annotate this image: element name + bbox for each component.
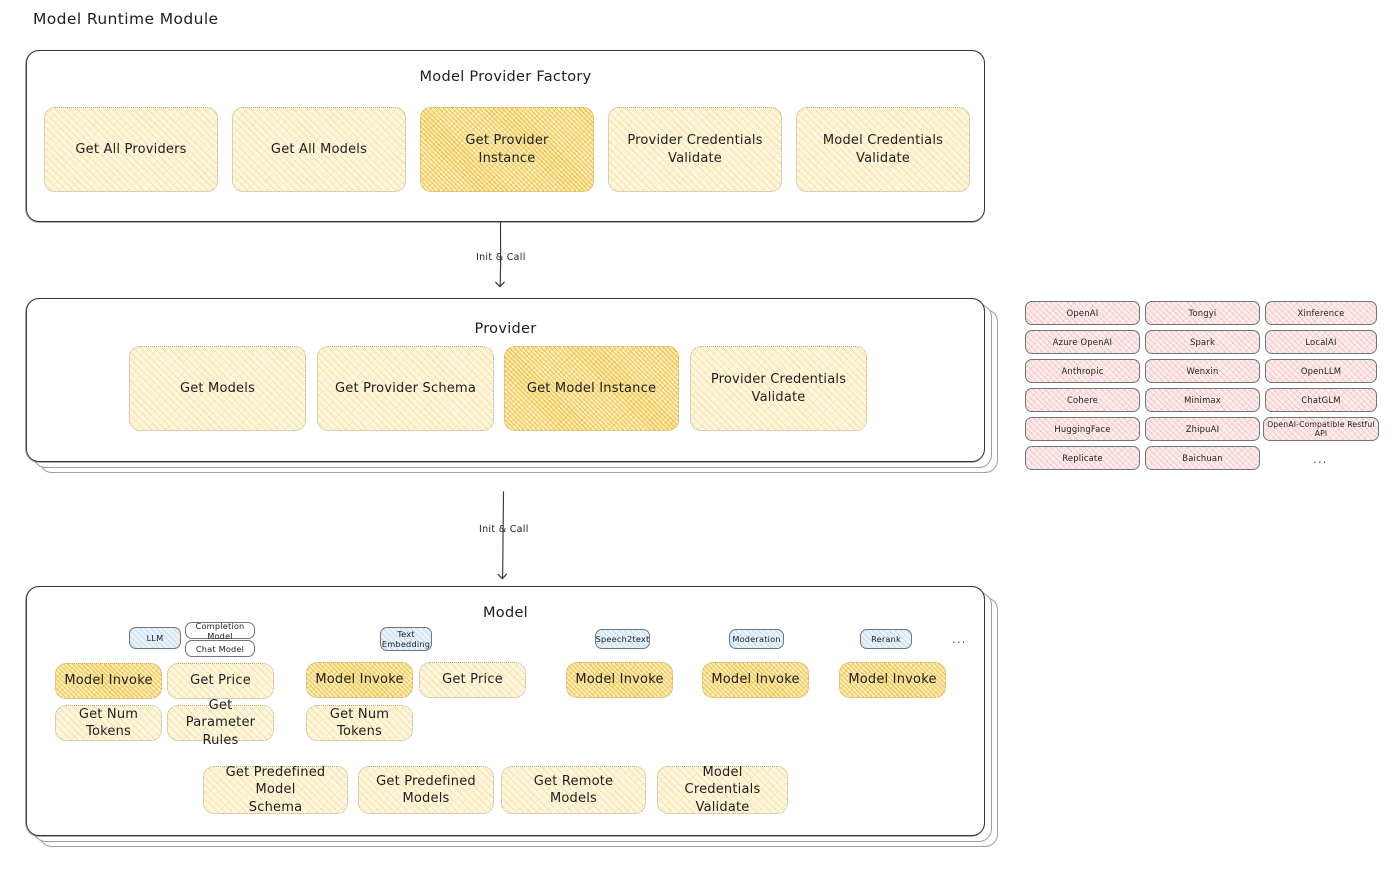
node-get-model-instance[interactable]: Get Model Instance	[504, 346, 679, 431]
node-text-embedding-get-price[interactable]: Get Price	[419, 662, 526, 698]
node-text-embedding-get-num-tokens[interactable]: Get Num Tokens	[306, 705, 413, 741]
node-get-all-models[interactable]: Get All Models	[232, 107, 406, 192]
badge-rerank[interactable]: Rerank	[860, 629, 912, 649]
node-speech2text-model-invoke[interactable]: Model Invoke	[566, 662, 673, 698]
arrow-label-init-call-2: Init & Call	[479, 524, 529, 535]
badge-speech2text[interactable]: Speech2text	[595, 629, 650, 649]
badge-llm-completion-model[interactable]: Completion Model	[185, 621, 255, 641]
node-get-all-providers[interactable]: Get All Providers	[44, 107, 218, 192]
provider-pill-localai[interactable]: LocalAI	[1265, 330, 1377, 354]
node-text-embedding-model-invoke[interactable]: Model Invoke	[306, 662, 413, 698]
page-title: Model Runtime Module	[33, 10, 219, 28]
badge-llm-chat-model[interactable]: Chat Model	[185, 640, 255, 657]
provider-pill-spark[interactable]: Spark	[1145, 330, 1260, 354]
panel-title-model-provider-factory: Model Provider Factory	[419, 69, 592, 85]
node-get-provider-schema[interactable]: Get Provider Schema	[317, 346, 494, 431]
node-rerank-model-invoke[interactable]: Model Invoke	[839, 662, 946, 698]
node-llm-get-price[interactable]: Get Price	[167, 663, 274, 699]
badge-moderation[interactable]: Moderation	[729, 629, 784, 649]
provider-pill-anthropic[interactable]: Anthropic	[1025, 359, 1140, 383]
provider-list-more: ...	[1313, 452, 1328, 466]
node-get-models[interactable]: Get Models	[129, 346, 306, 431]
node-llm-model-invoke[interactable]: Model Invoke	[55, 663, 162, 699]
provider-pill-baichuan[interactable]: Baichuan	[1145, 446, 1260, 470]
model-types-more: ...	[952, 632, 967, 646]
provider-pill-azure-openai[interactable]: Azure OpenAI	[1025, 330, 1140, 354]
arrow-label-init-call-1: Init & Call	[476, 252, 526, 263]
provider-pill-wenxin[interactable]: Wenxin	[1145, 359, 1260, 383]
panel-title-model: Model	[482, 605, 529, 621]
provider-pill-openllm[interactable]: OpenLLM	[1265, 359, 1377, 383]
node-get-remote-models[interactable]: Get Remote Models	[501, 766, 646, 814]
provider-pill-cohere[interactable]: Cohere	[1025, 388, 1140, 412]
provider-pill-huggingface[interactable]: HuggingFace	[1025, 417, 1140, 441]
provider-pill-replicate[interactable]: Replicate	[1025, 446, 1140, 470]
provider-pill-openai-compatible-restful-api[interactable]: OpenAI-Compatible Restful API	[1263, 417, 1379, 441]
provider-pill-chatglm[interactable]: ChatGLM	[1265, 388, 1377, 412]
provider-pill-tongyi[interactable]: Tongyi	[1145, 301, 1260, 325]
node-moderation-model-invoke[interactable]: Model Invoke	[702, 662, 809, 698]
node-llm-get-num-tokens[interactable]: Get Num Tokens	[55, 705, 162, 741]
panel-title-provider: Provider	[474, 321, 537, 337]
provider-pill-minimax[interactable]: Minimax	[1145, 388, 1260, 412]
provider-pill-xinference[interactable]: Xinference	[1265, 301, 1377, 325]
provider-pill-openai[interactable]: OpenAI	[1025, 301, 1140, 325]
badge-llm[interactable]: LLM	[129, 627, 181, 649]
provider-pill-zhipuai[interactable]: ZhipuAI	[1145, 417, 1260, 441]
